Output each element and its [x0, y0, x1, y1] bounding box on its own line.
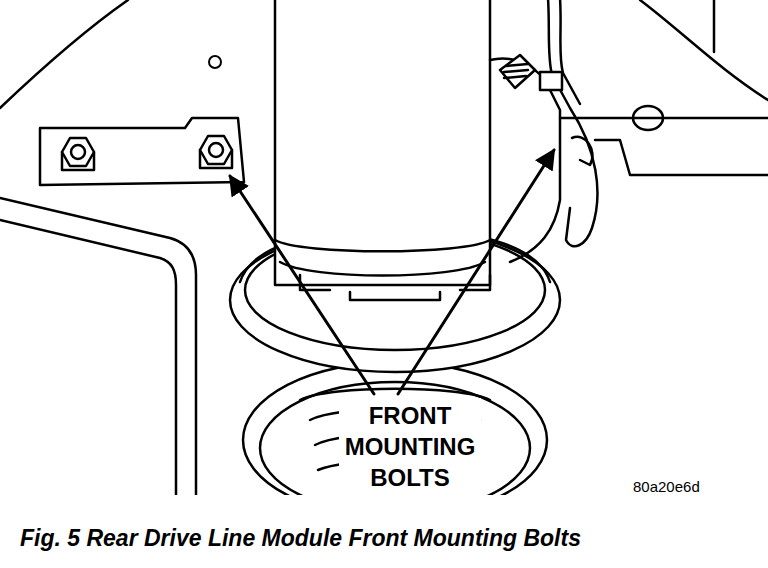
illustration-line — [0, 0, 768, 495]
illustration-line — [230, 176, 374, 394]
illustration-line — [71, 145, 85, 159]
illustration-line — [0, 220, 176, 495]
illustration-line — [640, 0, 768, 100]
illustration-line — [200, 150, 232, 168]
illustration-line — [504, 64, 528, 78]
illustration-line — [0, 0, 128, 108]
illustration-line — [260, 382, 530, 495]
illustration-line — [200, 136, 232, 164]
figure-code: 80a20e6d — [633, 478, 700, 496]
illustration-line — [62, 152, 94, 170]
illustration-line — [713, 0, 716, 52]
illustration-line — [0, 198, 196, 495]
illustration-line — [398, 150, 554, 394]
illustration-line — [275, 240, 490, 251]
illustration-line — [40, 118, 244, 185]
illustration-line — [280, 262, 485, 276]
illustration-line — [540, 72, 562, 90]
illustration-line — [209, 56, 221, 68]
callout-label: FRONT MOUNTING BOLTS — [339, 398, 482, 495]
illustration-line — [500, 55, 535, 88]
illustration-line — [572, 137, 592, 165]
illustration-line — [275, 0, 490, 285]
illustration-line — [62, 138, 94, 166]
illustration-line — [560, 117, 768, 120]
illustration-line — [243, 362, 547, 495]
figure-caption: Fig. 5 Rear Drive Line Module Front Moun… — [20, 524, 581, 552]
illustration-line — [209, 143, 223, 157]
illustration-line — [595, 140, 768, 175]
illustration-line — [548, 0, 597, 246]
